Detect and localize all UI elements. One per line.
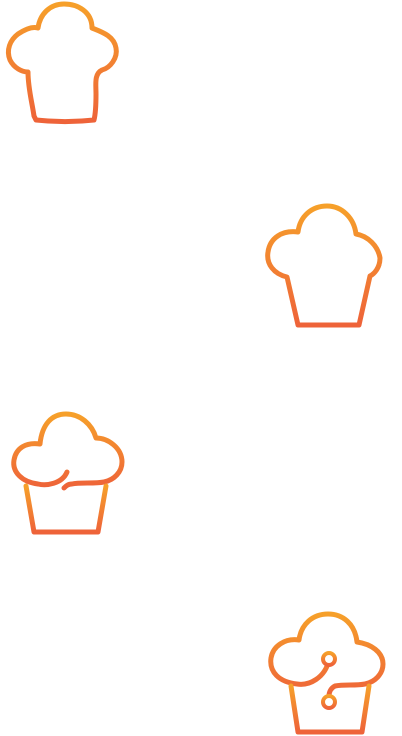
- chef-hat-icon-graphic: [268, 611, 386, 735]
- chef-hat-icon: [0, 404, 130, 535]
- connector-dot-icon: [321, 651, 337, 667]
- chef-hat-icon-graphic: [265, 203, 383, 328]
- chef-hat-icon-graphic: [5, 1, 119, 124]
- chef-hat-icon-graphic: [11, 411, 125, 535]
- chef-hat-icon: [0, 0, 128, 128]
- chef-hat-icon: [263, 606, 393, 736]
- connector-dot-icon: [321, 694, 337, 710]
- chef-hat-icon: [262, 202, 392, 332]
